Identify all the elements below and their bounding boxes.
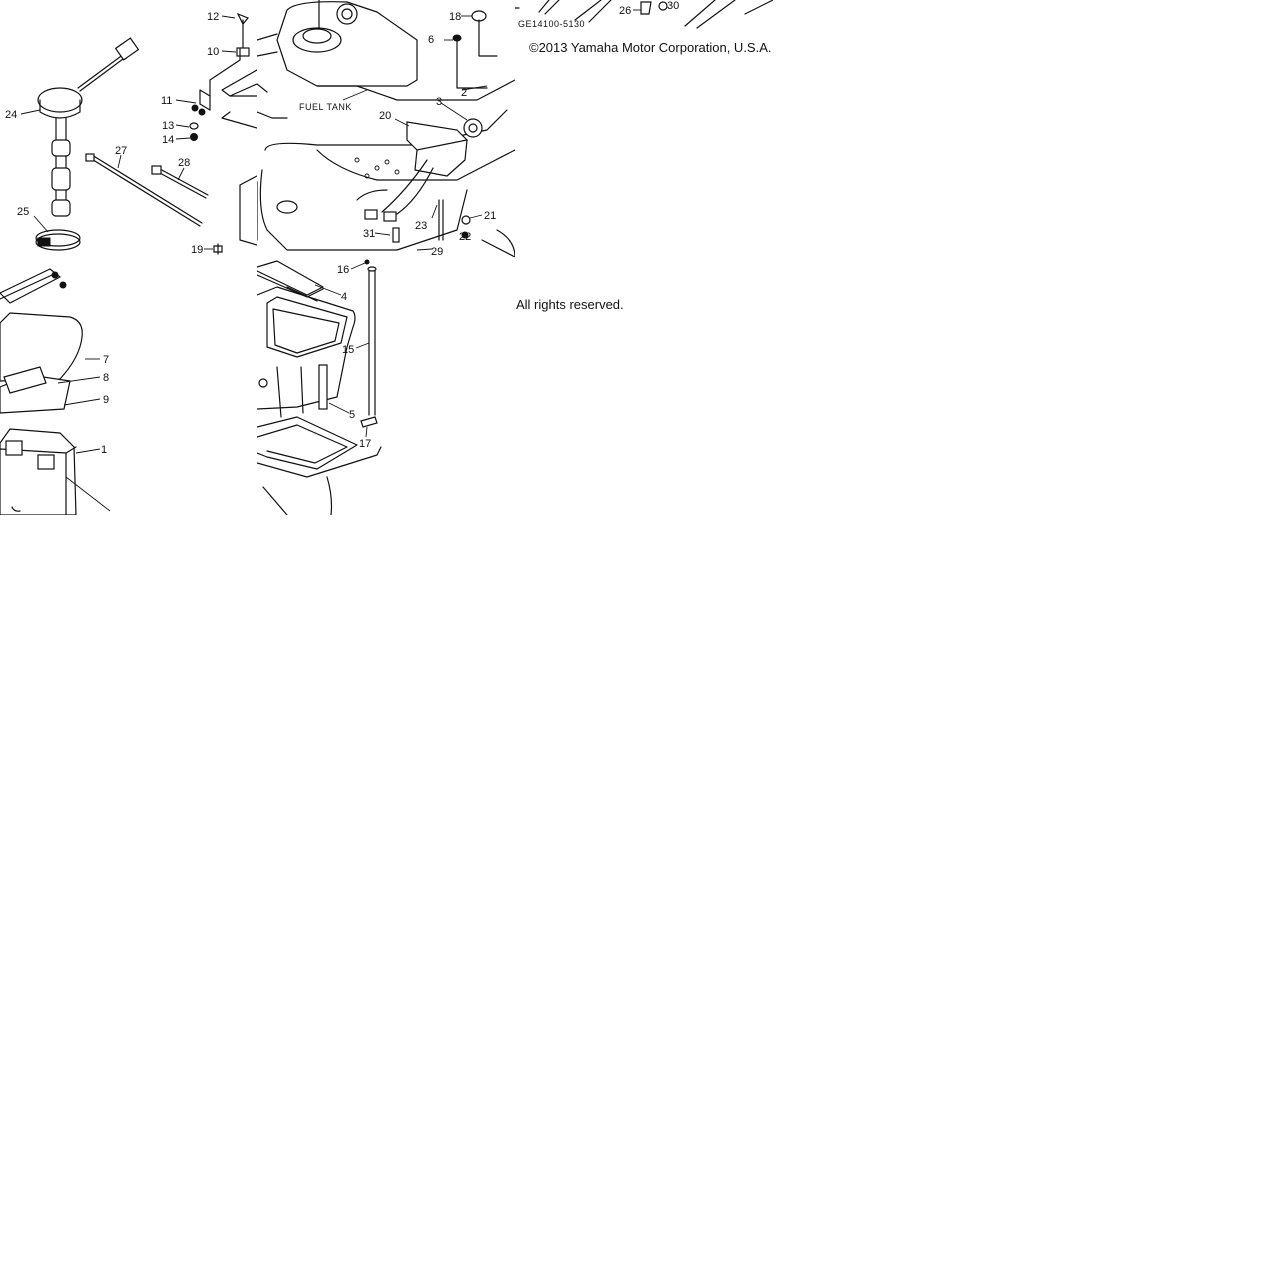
part-label-5: 5 [349,409,355,421]
part-label-20: 20 [379,110,391,122]
part-label-13: 13 [162,120,174,132]
part-label-8: 8 [103,372,109,384]
part-label-2: 2 [461,87,467,99]
diagram-tile-battery-parts: 12 10 11 13 14 24 27 28 25 19 [0,0,257,257]
diagram-tile-battery: 7 8 9 1 [0,257,257,515]
part-label-17: 17 [359,438,371,450]
leader-lines-compartment [314,262,370,438]
part-label-19: 19 [191,244,203,256]
fuel-tank-drawing [257,0,515,257]
part-label-15: 15 [342,344,354,356]
leader-lines-battery [57,358,111,512]
part-label-7: 7 [103,354,109,366]
part-label-11: 11 [161,95,172,107]
drain-hose [360,259,378,428]
diagram-tile-storage-compartment: 16 4 15 5 17 [257,257,515,515]
hose-clamp [35,229,81,251]
storage-box [257,286,356,418]
part-label-9: 9 [103,394,109,406]
leader-lines-tank [342,15,488,251]
part-label-14: 14 [162,134,174,146]
cable-ties [85,153,209,227]
part-label-24: 24 [5,109,17,121]
hull-lower [257,416,382,515]
part-label-10: 10 [207,46,219,58]
diagram-tile-fuel-tank: FUEL TANK 18 6 2 3 20 21 22 23 31 29 [257,0,515,257]
part-label-1: 1 [101,444,107,456]
part-label-6: 6 [428,34,434,46]
part-label-23: 23 [415,220,427,232]
part-label-26: 26 [619,5,631,17]
part-label-18: 18 [449,11,461,23]
cover-fragment [515,0,773,29]
battery [0,428,77,515]
part-label-31: 31 [363,228,375,240]
part-label-22: 22 [459,231,471,243]
small-hardware [189,12,250,255]
part-label-3: 3 [436,96,442,108]
part-label-30: 30 [667,0,679,12]
part-label-4: 4 [341,291,347,303]
part-label-16: 16 [337,264,349,276]
part-label-21: 21 [484,210,496,222]
part-label-29: 29 [431,246,443,257]
leader-lines [20,15,237,250]
fuel-gauge-unit [364,118,483,243]
fuel-sender-unit [37,37,140,217]
battery-pad [0,312,83,414]
fuel-tank-label: FUEL TANK [299,102,352,112]
compartment-lid-seal [257,260,324,302]
rights-notice: All rights reserved. [516,297,624,312]
part-label-25: 25 [17,206,29,218]
part-label-12: 12 [207,11,219,23]
diagram-tile-cover: GE14100-5130 26 30 [515,0,773,30]
drawing-code: GE14100-5130 [518,19,585,29]
part-label-27: 27 [115,145,127,157]
part-label-28: 28 [178,157,190,169]
battery-band [0,268,67,304]
copyright-notice: ©2013 Yamaha Motor Corporation, U.S.A. [529,40,772,55]
